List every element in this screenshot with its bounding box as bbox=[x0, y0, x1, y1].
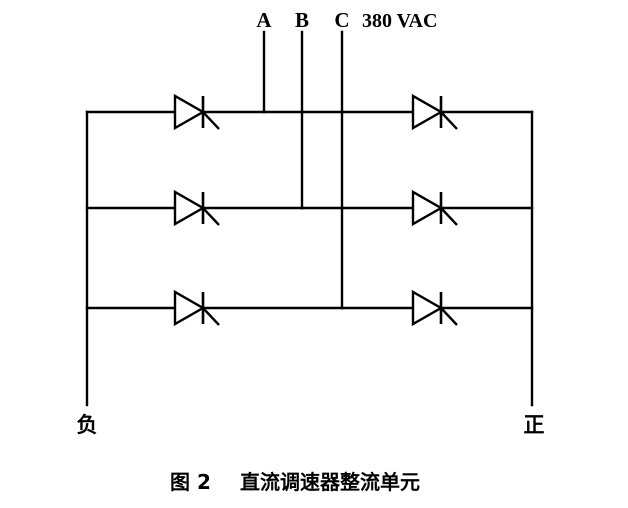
thyristor-right-row-a bbox=[411, 93, 458, 131]
thyristor-gate bbox=[202, 111, 220, 130]
thyristor-gate bbox=[202, 307, 220, 326]
thyristor-gate bbox=[440, 111, 458, 130]
thyristor-triangle bbox=[411, 289, 444, 327]
figure-number: 图 2 bbox=[170, 470, 211, 494]
thyristor-gate bbox=[440, 307, 458, 326]
phase-a-label: A bbox=[256, 8, 272, 32]
supply-voltage-label: 380 VAC bbox=[362, 10, 437, 32]
phase-b-label: B bbox=[295, 8, 309, 32]
figure-title: 直流调速器整流单元 bbox=[240, 470, 420, 494]
thyristor-left-row-c bbox=[173, 289, 220, 327]
thyristor-triangle bbox=[173, 189, 206, 227]
thyristor-gate bbox=[440, 207, 458, 226]
negative-terminal-label: 负 bbox=[77, 413, 98, 437]
thyristor-left-row-b bbox=[173, 189, 220, 227]
positive-terminal-label: 正 bbox=[524, 413, 545, 437]
thyristor-right-row-b bbox=[411, 189, 458, 227]
thyristor-gate bbox=[202, 207, 220, 226]
thyristor-triangle bbox=[411, 189, 444, 227]
thyristor-triangle bbox=[173, 289, 206, 327]
thyristor-right-row-c bbox=[411, 289, 458, 327]
thyristor-triangle bbox=[411, 93, 444, 131]
thyristor-triangle bbox=[173, 93, 206, 131]
phase-c-label: C bbox=[334, 8, 349, 32]
thyristor-left-row-a bbox=[173, 93, 220, 131]
